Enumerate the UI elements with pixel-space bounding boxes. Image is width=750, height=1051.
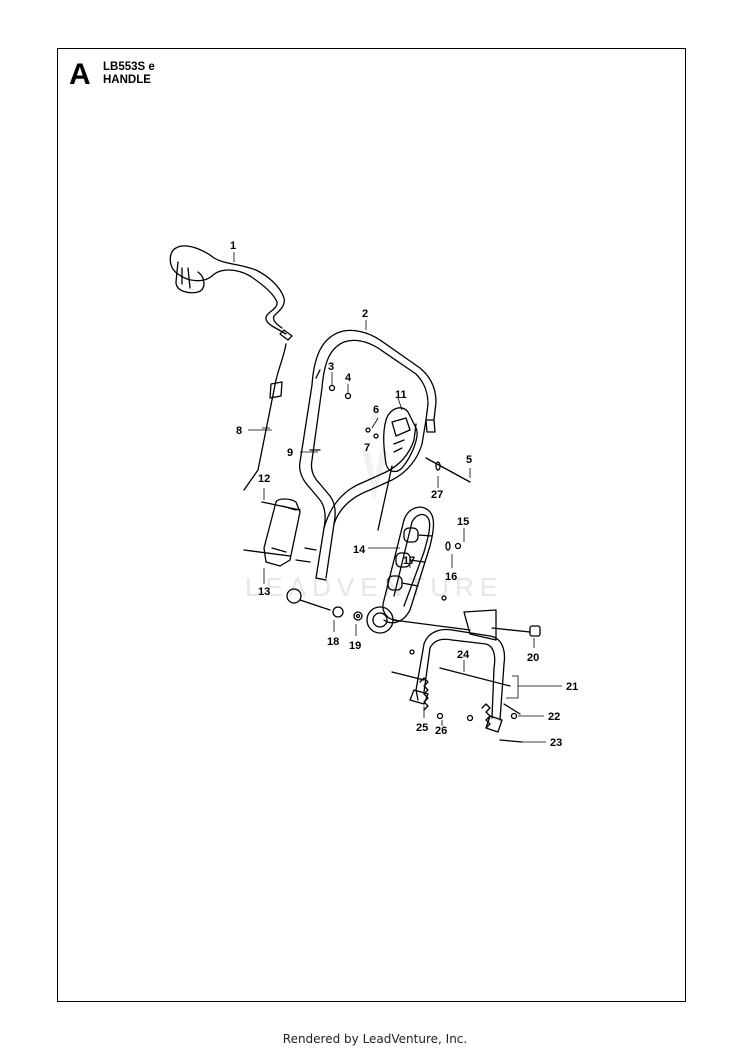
part-1-bail-cable [169,245,293,341]
footer-credit: Rendered by LeadVenture, Inc. [282,1032,468,1046]
callout-23: 23 [550,737,562,749]
callout-11: 11 [395,389,407,401]
part-14-lower-handle [366,506,471,634]
callout-25: 25 [416,722,428,734]
model-name: LB553S e [103,61,155,73]
part-18-knob [286,588,363,621]
callout-5: 5 [466,454,472,466]
callout-17: 17 [403,555,415,567]
callout-16: 16 [445,571,457,583]
callout-24: 24 [457,649,470,661]
callout-22: 22 [548,711,560,723]
callout-13: 13 [258,586,270,598]
callout-20: 20 [527,652,539,664]
part-21-lower-frame [391,609,541,743]
callout-26: 26 [435,725,447,737]
part-13-clamp [243,498,301,567]
callout-7: 7 [364,442,370,454]
diagram-title: HANDLE [103,74,151,86]
callout-18: 18 [327,636,339,648]
callout-6: 6 [373,404,379,416]
fasteners [328,384,518,722]
callout-3: 3 [328,361,334,373]
diagram-frame [57,48,686,1002]
part-11-switch-housing [377,407,418,531]
callout-14: 14 [353,544,366,556]
section-letter: A [69,58,91,91]
callout-4: 4 [345,372,352,384]
watermark-logo [362,405,388,500]
part-25-springs [419,677,491,729]
callout-labels: 1 2 3 4 5 6 7 8 9 11 12 13 14 15 16 17 1… [230,240,578,749]
callout-27: 27 [431,489,443,501]
callout-8: 8 [236,425,242,437]
callout-9: 9 [287,447,293,459]
leader-lines [233,252,562,743]
callout-12: 12 [258,473,270,485]
callout-21: 21 [566,681,578,693]
callout-19: 19 [349,640,361,652]
part-8-cable [243,343,287,491]
watermark-text: LEADVENTURE [245,572,503,602]
callout-2: 2 [362,308,368,320]
callout-1: 1 [230,240,236,252]
callout-15: 15 [457,516,469,528]
part-2-upper-handle [295,329,437,581]
